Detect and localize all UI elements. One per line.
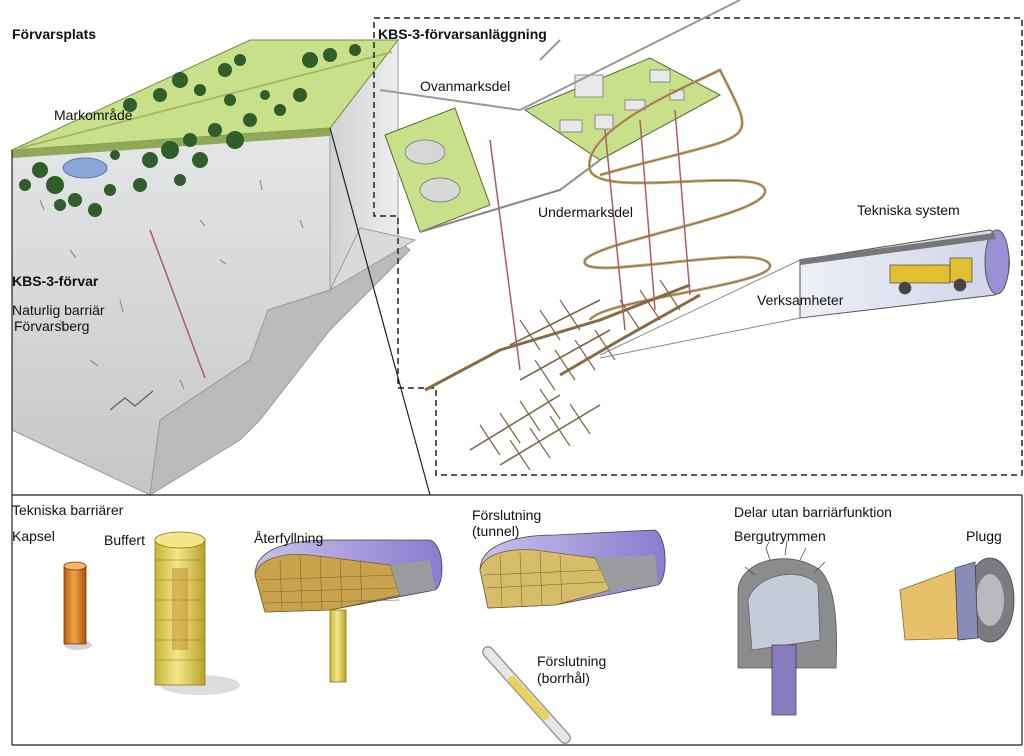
rock-caverns-illustration xyxy=(737,540,837,716)
non-barrier-parts-label: Delar utan barriärfunktion xyxy=(734,504,892,520)
road xyxy=(19,51,393,149)
underground-label: Undermarksdel xyxy=(538,204,633,220)
canister-label: Kapsel xyxy=(12,528,55,544)
zoom-connectors xyxy=(11,127,1023,746)
technical-systems-label: Tekniska system xyxy=(857,202,960,218)
engineered-barriers-label: Tekniska barriärer xyxy=(12,502,124,518)
tunnel-closure-illustration xyxy=(479,529,666,609)
facility-label: KBS-3-förvarsanläggning xyxy=(378,26,547,42)
natural-barrier-label: Naturlig barriär xyxy=(12,302,105,318)
tunnel-closure-label: Förslutning xyxy=(472,507,542,523)
rock-block xyxy=(11,38,417,496)
buffer-label: Buffert xyxy=(104,532,145,548)
lake xyxy=(62,157,108,179)
buffer-illustration xyxy=(154,531,240,695)
site-label: Förvarsplats xyxy=(12,26,97,42)
operations-tunnel-callout xyxy=(599,229,1010,359)
plug-illustration xyxy=(899,557,1015,643)
ground-area-label: Markområde xyxy=(54,107,133,123)
underground-tunnels xyxy=(424,67,772,471)
vehicle xyxy=(889,257,973,295)
above-ground-facilities xyxy=(379,0,741,233)
canister-illustration xyxy=(63,561,92,650)
kbs3-repository-label: KBS-3-förvar xyxy=(12,273,99,289)
shaft-line xyxy=(149,229,206,379)
above-ground-label: Ovanmarksdel xyxy=(420,78,511,94)
backfill-illustration xyxy=(254,539,443,683)
plug-label: Plugg xyxy=(966,528,1002,544)
tunnel-closure-sublabel: (tunnel) xyxy=(472,523,520,539)
operations-label: Verksamheter xyxy=(757,292,844,308)
ground-surface xyxy=(11,39,400,217)
backfill-label: Återfyllning xyxy=(254,530,324,546)
borehole-closure-illustration xyxy=(482,646,571,744)
facility-dashed-frame xyxy=(373,17,1023,476)
borehole-closure-label: Förslutning xyxy=(537,653,607,669)
borehole-closure-sublabel: (borrhål) xyxy=(537,670,590,686)
host-rock-label: Förvarsberg xyxy=(14,318,90,334)
rock-crack xyxy=(109,390,154,411)
forest xyxy=(19,44,361,217)
rock-caverns-label: Bergutrymmen xyxy=(734,528,826,544)
